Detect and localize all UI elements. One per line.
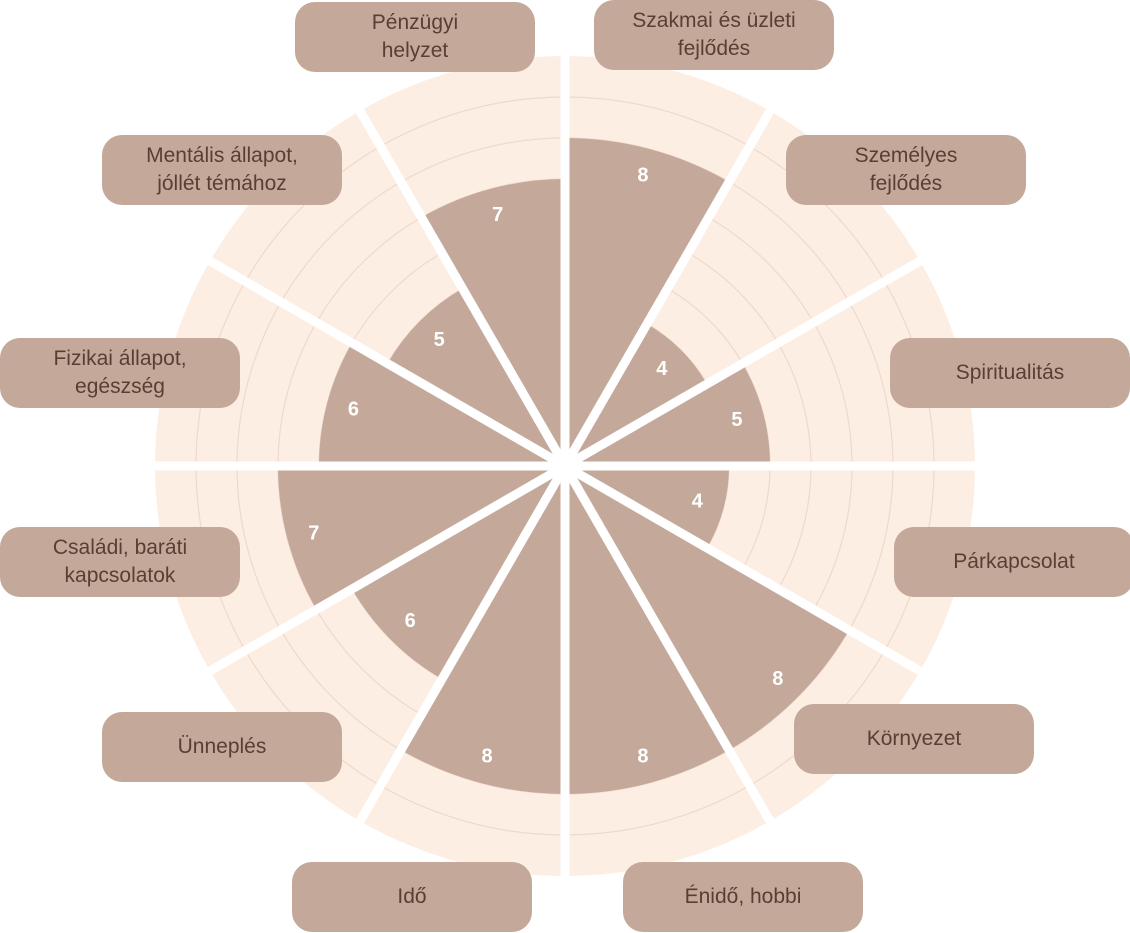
value-sector [401, 466, 565, 794]
value-labels: 8 4 5 4 8 8 8 6 7 6 5 7 [308, 164, 783, 767]
value-label: 6 [348, 398, 359, 420]
value-sector [351, 466, 565, 680]
sector-separator [202, 254, 568, 470]
value-label: 8 [637, 746, 648, 768]
value-sector [565, 466, 729, 794]
value-sector [565, 466, 850, 751]
value-label: 8 [772, 668, 783, 690]
category-label-environment: Környezet [794, 704, 1034, 774]
value-label: 7 [308, 522, 319, 544]
value-sector [387, 288, 565, 466]
sector-separator [353, 463, 569, 829]
value-sector [278, 466, 565, 610]
value-label: 8 [482, 746, 493, 768]
value-sector [565, 323, 708, 466]
sector-separator [561, 103, 777, 469]
sector-separator [561, 463, 777, 829]
sector-separator [353, 103, 569, 469]
value-label: 5 [731, 409, 742, 431]
category-label-family-friends: Családi, baráti kapcsolatok [0, 527, 240, 597]
value-sector [421, 179, 565, 466]
sector-separators [149, 50, 981, 882]
value-label: 5 [434, 329, 445, 351]
sector-separator [562, 462, 928, 678]
category-label-celebration: Ünneplés [102, 712, 342, 782]
category-label-personal-growth: Személyes fejlődés [786, 135, 1026, 205]
category-label-relationship: Párkapcsolat [894, 527, 1130, 597]
category-label-finances: Pénzügyi helyzet [295, 2, 535, 72]
value-sector [565, 138, 729, 466]
category-label-spirituality: Spiritualitás [890, 338, 1130, 408]
value-label: 7 [492, 204, 503, 226]
value-label: 4 [656, 358, 668, 380]
sector-separator [202, 462, 568, 678]
category-label-mental-health: Mentális állapot, jóllét témához [102, 135, 342, 205]
category-label-me-time: Énidő, hobbi [623, 862, 863, 932]
category-label-physical-health: Fizikai állapot, egészség [0, 338, 240, 408]
value-label: 6 [405, 610, 416, 632]
sector-separator [562, 254, 928, 470]
value-label: 4 [692, 490, 704, 512]
value-label: 8 [637, 164, 648, 186]
category-label-time: Idő [292, 862, 532, 932]
category-label-career: Szakmai és üzleti fejlődés [594, 0, 834, 70]
